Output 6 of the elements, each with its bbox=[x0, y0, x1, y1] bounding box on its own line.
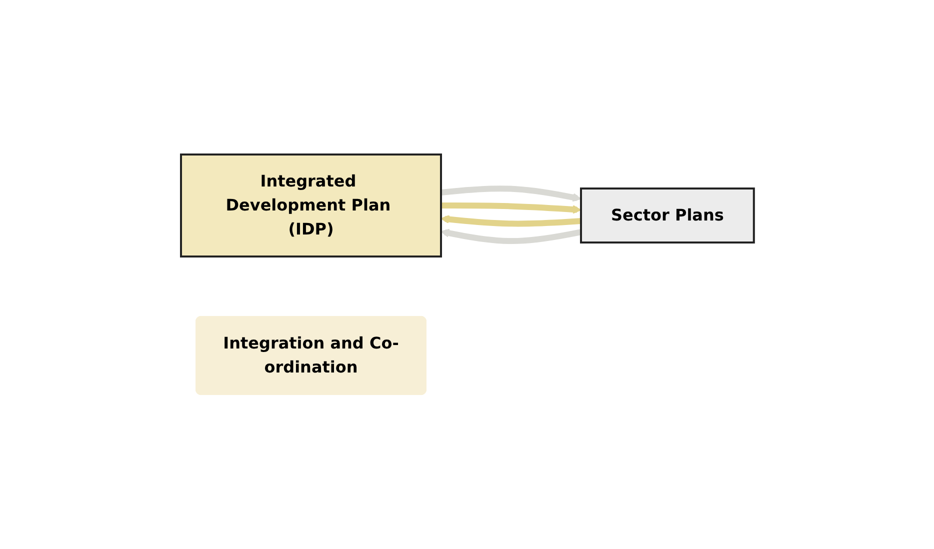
arrow bbox=[440, 214, 581, 227]
arrow bbox=[440, 228, 582, 244]
node-box: Integrated Development Plan (IDP) bbox=[180, 154, 442, 258]
arrow bbox=[440, 202, 581, 214]
arrow bbox=[440, 186, 581, 202]
node-box: Sector Plans bbox=[580, 188, 754, 244]
